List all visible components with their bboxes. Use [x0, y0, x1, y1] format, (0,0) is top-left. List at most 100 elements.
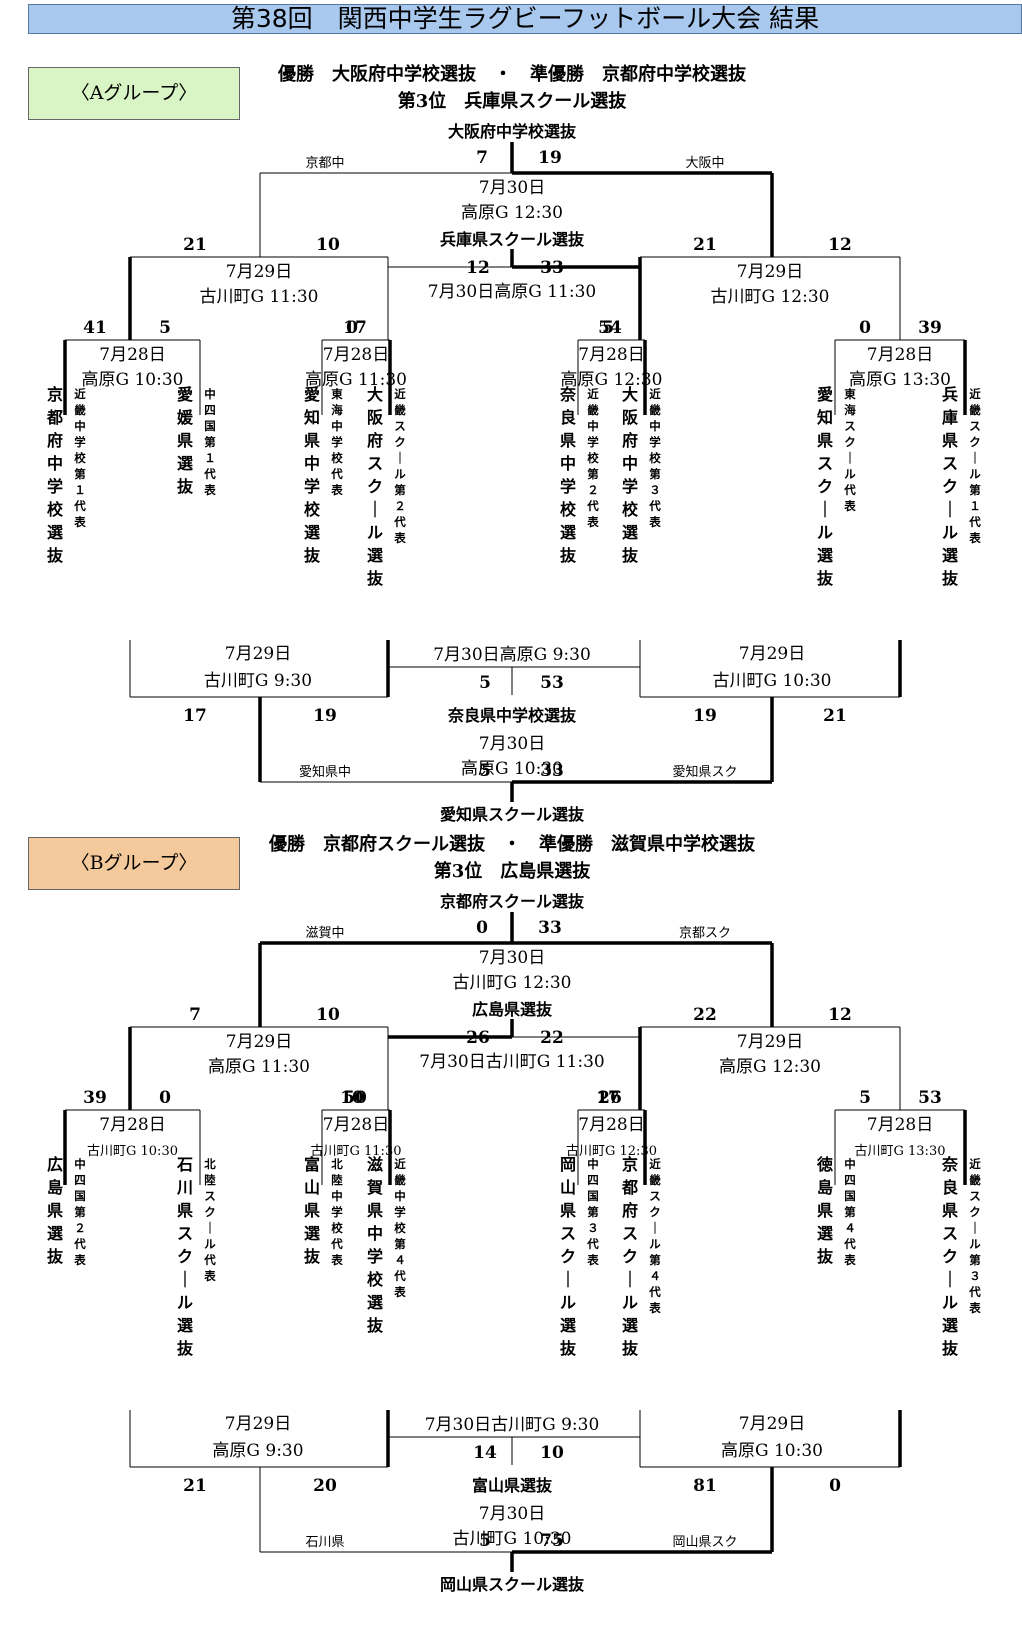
- g1-third-score-left: 26: [466, 1028, 490, 1048]
- team-char: ２: [394, 499, 406, 513]
- team-char: 第: [587, 467, 599, 481]
- team-char: 選: [817, 546, 833, 565]
- g0-semi-0-score-right: 10: [316, 235, 340, 255]
- team-char: 阪: [367, 408, 384, 427]
- team-char: 中: [394, 1189, 406, 1203]
- team-char: 校: [47, 500, 64, 519]
- team-char: 山: [304, 1178, 320, 1197]
- team-char: 中: [331, 419, 343, 433]
- team-char: ２: [74, 1221, 86, 1235]
- team-char: ル: [817, 523, 833, 542]
- team-char: 表: [203, 1269, 216, 1283]
- g0-cons-right-score-right: 21: [823, 706, 847, 726]
- g0-qf-0-venue: 高原G 10:30: [82, 370, 184, 390]
- team-char: 表: [73, 515, 86, 529]
- g0-team-6-name: 愛知県スク｜ル選抜: [817, 385, 834, 588]
- g0-qf-3-score-right: 39: [918, 318, 942, 338]
- team-char: 北: [204, 1157, 216, 1171]
- team-char: 近: [649, 387, 661, 401]
- team-char: ク: [942, 1247, 958, 1266]
- team-char: 表: [843, 499, 856, 513]
- team-char: 県: [560, 1201, 576, 1220]
- team-char: 代: [393, 515, 406, 529]
- g0-final-winner: 大阪府中学校選抜: [448, 122, 577, 141]
- g1-cons-right-venue: 高原G 10:30: [721, 1441, 823, 1461]
- team-char: ス: [942, 1224, 958, 1243]
- g1-qf-0-score-left: 39: [83, 1088, 107, 1108]
- team-char: ス: [817, 454, 833, 473]
- team-char: ３: [587, 1221, 599, 1235]
- team-char: 選: [367, 546, 383, 565]
- team-char: 滋: [367, 1155, 383, 1174]
- page-title: 第38回 関西中学生ラグビーフットボール大会 結果: [28, 4, 1022, 34]
- team-char: 代: [968, 515, 981, 529]
- team-char: 県: [942, 431, 958, 450]
- g1-qf-3-score-right: 53: [918, 1088, 942, 1108]
- team-char: ク: [622, 1247, 638, 1266]
- team-char: 選: [47, 523, 63, 542]
- team-char: 校: [367, 1270, 384, 1289]
- g1-semi-0-venue: 高原G 11:30: [208, 1057, 310, 1077]
- team-char: 国: [74, 1189, 86, 1203]
- team-char: 抜: [367, 1316, 384, 1335]
- g1-cons-final-winner: 岡山県スクール選抜: [440, 1575, 585, 1594]
- team-char: 近: [969, 387, 981, 401]
- team-char: 北: [331, 1157, 343, 1171]
- team-char: ４: [394, 1253, 406, 1267]
- team-char: 畿: [969, 403, 981, 417]
- team-char: 第: [649, 1253, 661, 1267]
- team-char: 近: [394, 1157, 406, 1171]
- team-char: 海: [331, 403, 343, 417]
- team-char: 校: [622, 500, 639, 519]
- g1-qf-3-venue: 古川町G 13:30: [855, 1144, 946, 1159]
- team-char: 中: [844, 1157, 856, 1171]
- team-char: 抜: [817, 569, 834, 588]
- g1-qf-2-score-right: 26: [598, 1088, 622, 1108]
- g1-result-line1: 優勝 京都府スクール選抜 ・ 準優勝 滋賀県中学校選抜: [268, 833, 756, 855]
- team-char: 中: [649, 419, 661, 433]
- team-char: 近: [394, 387, 406, 401]
- team-char: ｜: [367, 500, 383, 519]
- team-char: 抜: [622, 1339, 639, 1358]
- team-char: 畿: [649, 1173, 661, 1187]
- team-char: 庫: [942, 408, 958, 427]
- team-char: １: [969, 499, 981, 513]
- group-b-label: 〈Bグループ〉: [28, 837, 240, 890]
- g1-semi-0-score-right: 10: [316, 1005, 340, 1025]
- g1-qf-0-venue: 古川町G 10:30: [87, 1144, 178, 1159]
- team-char: 選: [560, 523, 576, 542]
- g0-qf-2-date: 7月28日: [578, 345, 644, 365]
- team-char: 抜: [177, 477, 194, 496]
- team-char: 校: [304, 500, 321, 519]
- team-char: ｜: [204, 1221, 216, 1235]
- team-char: ク: [817, 477, 833, 496]
- g1-cons-left-venue: 高原G 9:30: [212, 1441, 303, 1461]
- team-char: 兵: [942, 385, 958, 404]
- g0-semi-1-score-left: 21: [693, 235, 717, 255]
- g1-qf-1-score-left: 10: [340, 1088, 364, 1108]
- g0-third-score-left: 12: [466, 258, 490, 278]
- g0-cons-final-score-right: 33: [540, 761, 564, 781]
- team-char: ｜: [817, 500, 833, 519]
- team-char: ス: [560, 1224, 576, 1243]
- team-char: 中: [331, 1189, 343, 1203]
- team-char: 代: [586, 1237, 599, 1251]
- team-char: 知: [817, 408, 833, 427]
- team-char: ク: [649, 1205, 661, 1219]
- team-char: 愛: [817, 385, 833, 404]
- g1-cons-right-date: 7月29日: [739, 1414, 805, 1434]
- team-char: 県: [560, 431, 576, 450]
- team-char: 表: [73, 1253, 86, 1267]
- g0-qf-1-venue: 高原G 11:30: [305, 370, 407, 390]
- team-char: 都: [621, 1178, 638, 1197]
- g0-final-score-right: 19: [538, 148, 562, 168]
